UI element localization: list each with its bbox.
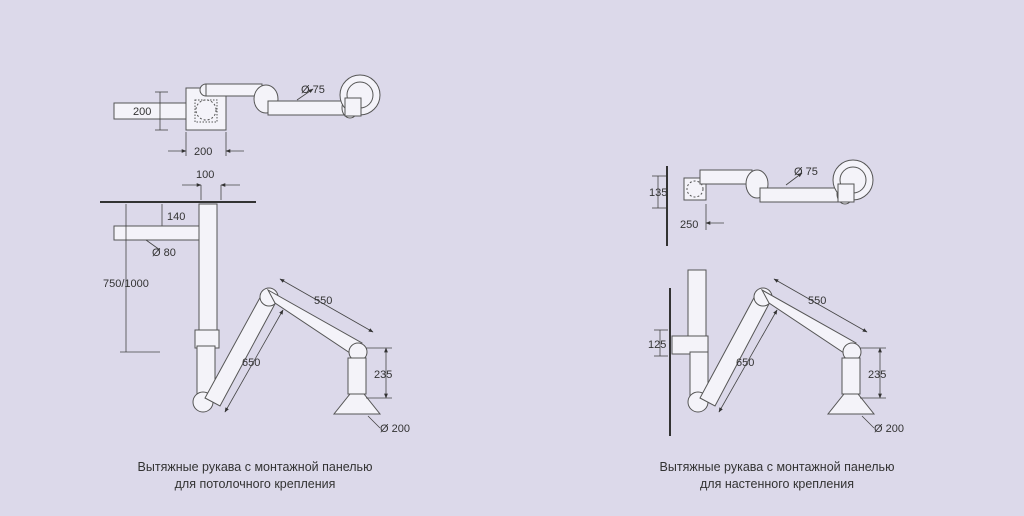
caption-ceiling-mount: Вытяжные рукава с монтажной панелью для … — [85, 459, 425, 493]
dim-width-250: 250 — [680, 219, 698, 231]
caption-left-line2: для потолочного крепления — [174, 477, 336, 491]
ceiling-side-view: 100 140 Ø 80 750/1000 550 650 — [100, 169, 410, 435]
dim-length-650: 650 — [242, 357, 260, 369]
dim-diameter-75-right: Ø 75 — [794, 166, 818, 178]
plate-hole — [195, 99, 217, 121]
dim-diameter-200-left: Ø 200 — [380, 423, 410, 435]
dim-height-200: 200 — [133, 106, 151, 118]
dim-height-235-right: 235 — [868, 369, 886, 381]
wall-duct — [687, 269, 707, 341]
dim-height-135: 135 — [649, 187, 667, 199]
hood — [332, 393, 382, 415]
dim-height-235: 235 — [374, 369, 392, 381]
dim-height-125: 125 — [648, 339, 666, 351]
wall-bracket — [671, 335, 709, 355]
caption-right-line1: Вытяжные рукава с монтажной панелью — [659, 460, 895, 474]
wall-side-view: 125 550 650 235 Ø 200 — [648, 269, 904, 436]
caption-left-line1: Вытяжные рукава с монтажной панелью — [137, 460, 373, 474]
dim-length-650-right: 650 — [736, 357, 754, 369]
drop-pipe — [198, 203, 218, 333]
hood-right — [826, 393, 876, 415]
dim-length-550: 550 — [314, 295, 332, 307]
lower-arm-right — [699, 293, 771, 407]
caption-wall-mount: Вытяжные рукава с монтажной панелью для … — [607, 459, 947, 493]
dim-height-750: 750/1000 — [103, 278, 149, 290]
duct-80 — [113, 225, 203, 241]
dim-height-140: 140 — [167, 211, 185, 223]
dim-length-550-right: 550 — [808, 295, 826, 307]
dim-diameter-80: Ø 80 — [152, 247, 176, 259]
dim-diameter-200-right: Ø 200 — [874, 423, 904, 435]
wall-top-view: Ø 75 135 250 — [649, 159, 874, 246]
ceiling-top-view: Ø 75 200 200 — [113, 74, 381, 158]
hood-neck — [347, 357, 367, 395]
dim-diameter-75: Ø 75 — [301, 84, 325, 96]
dim-width-200: 200 — [194, 146, 212, 158]
arm-segment — [267, 100, 351, 116]
dim-width-100: 100 — [196, 169, 214, 181]
caption-right-line2: для настенного крепления — [700, 477, 854, 491]
